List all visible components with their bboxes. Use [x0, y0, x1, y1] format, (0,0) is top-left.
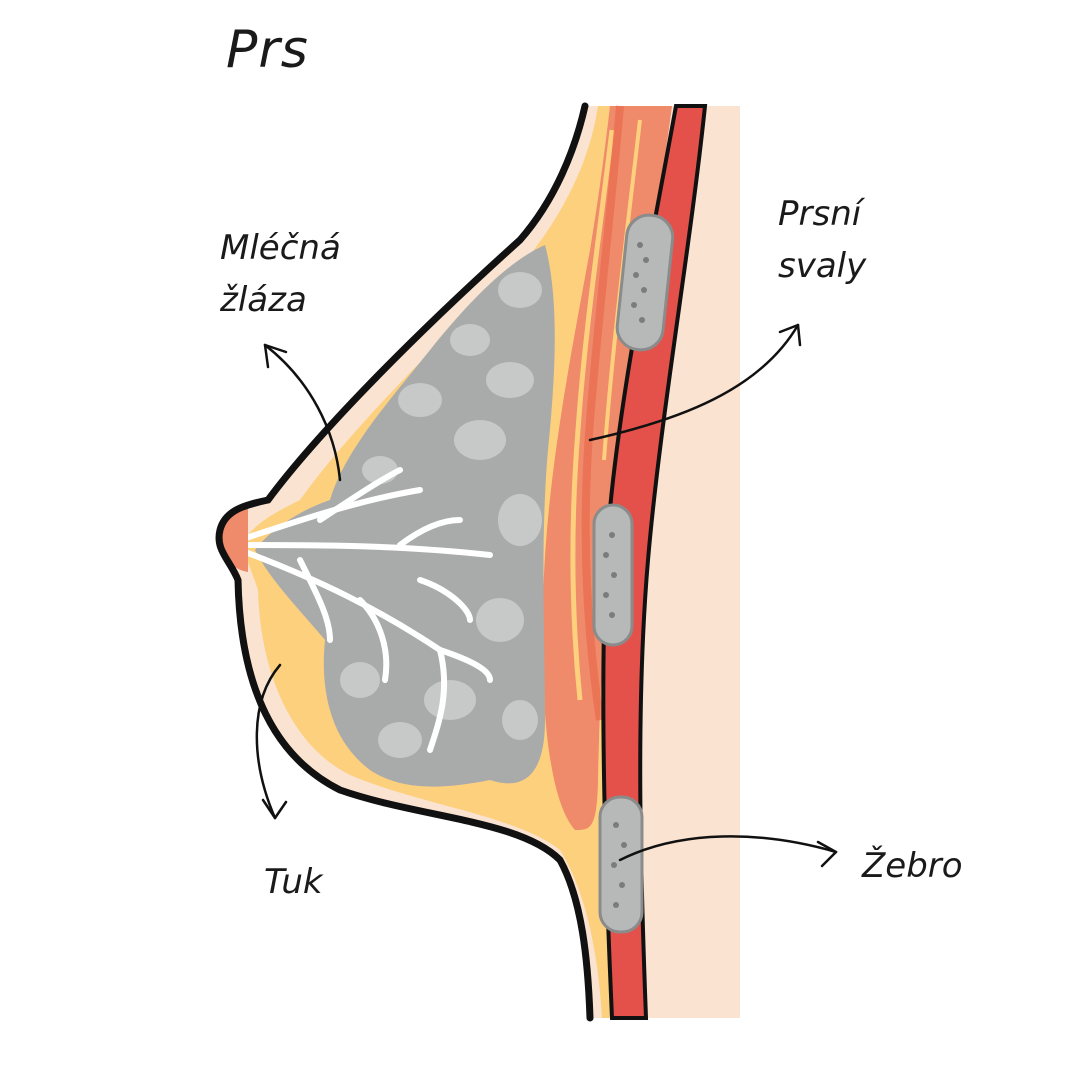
label-line: Prsní — [778, 194, 862, 234]
muscle-fibers — [570, 129, 615, 701]
skin-outline — [215, 102, 594, 1022]
page-title: Prs — [226, 20, 309, 80]
label-line: žláza — [220, 280, 307, 320]
gland-lobules — [340, 272, 542, 758]
arrow-gland — [263, 343, 342, 482]
rib-3 — [598, 795, 644, 934]
milk-ducts — [237, 467, 493, 753]
arrow-fat — [255, 663, 288, 820]
label-line: Mléčná — [220, 228, 341, 268]
arrow-rib — [618, 835, 838, 868]
muscle-dark-band — [581, 105, 624, 721]
chest-wall — [690, 106, 740, 1018]
rib-dots — [603, 242, 649, 908]
label-line: svaly — [778, 246, 867, 286]
mammary-gland — [255, 245, 555, 787]
rib-band — [601, 104, 708, 1020]
label-rib: Žebro — [862, 846, 963, 886]
label-mammary-gland: Mléčná žláza — [220, 222, 341, 326]
rib-1 — [615, 213, 675, 352]
label-fat: Tuk — [264, 862, 323, 902]
arrow-muscle — [588, 323, 802, 442]
label-pectoral-muscles: Prsní svaly — [778, 188, 866, 292]
